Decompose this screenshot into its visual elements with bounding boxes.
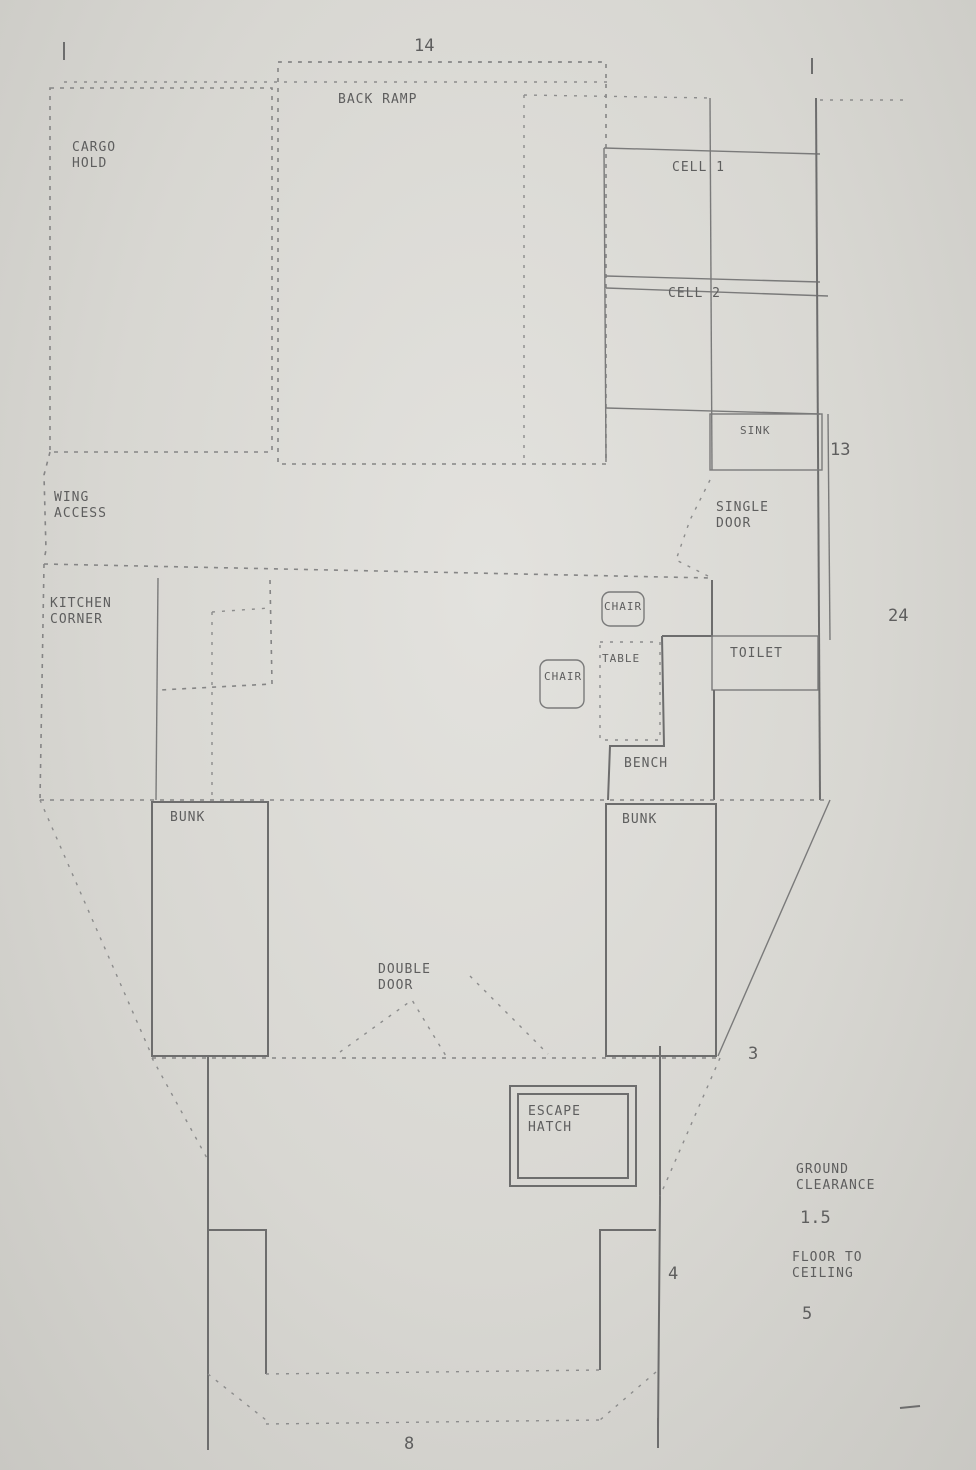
double-door-swing-left bbox=[339, 998, 447, 1057]
nose-left-seat bbox=[208, 1229, 267, 1374]
hull-right-taper bbox=[717, 799, 831, 1057]
label-sink: SINK bbox=[740, 424, 771, 437]
kitchen-inner bbox=[211, 607, 271, 800]
note-ground-clearance-label: GROUND CLEARANCE bbox=[796, 1162, 876, 1194]
label-cargo-hold: CARGO HOLD bbox=[72, 140, 117, 172]
note-ground-clearance-value: 1.5 bbox=[800, 1208, 831, 1228]
label-kitchen-corner: KITCHEN CORNER bbox=[50, 596, 112, 628]
dim-lower-section: 4 bbox=[668, 1264, 679, 1284]
nose-left-dash bbox=[151, 1057, 209, 1161]
nose-chamfer bbox=[207, 1371, 657, 1421]
hull-left-taper bbox=[39, 799, 153, 1057]
label-back-ramp: BACK RAMP bbox=[338, 92, 418, 107]
table-outline bbox=[599, 641, 661, 741]
label-escape-hatch: ESCAPE HATCH bbox=[528, 1104, 581, 1136]
nose-seat-line bbox=[265, 1369, 601, 1375]
kitchen-wall bbox=[155, 577, 159, 801]
single-door-swing bbox=[675, 479, 711, 577]
nose-right-seat bbox=[599, 1229, 656, 1370]
cell-1-bottom-wall bbox=[605, 275, 821, 283]
dim-lower-offset: 3 bbox=[748, 1044, 759, 1064]
cargo-hold-outline bbox=[49, 87, 273, 453]
dim-top-width: 14 bbox=[414, 36, 435, 56]
bottom-dimension-line bbox=[265, 1419, 601, 1425]
label-double-door: DOUBLE DOOR bbox=[378, 962, 431, 994]
note-floor-to-ceiling-value: 5 bbox=[802, 1304, 813, 1324]
wing-access-outline bbox=[43, 451, 51, 561]
escape-hatch-outer bbox=[509, 1085, 637, 1187]
cell-1-top-wall bbox=[603, 147, 821, 155]
chair-left bbox=[539, 659, 585, 709]
label-chair-left: CHAIR bbox=[544, 670, 583, 683]
label-bunk-right: BUNK bbox=[622, 812, 658, 827]
right-bunk bbox=[605, 803, 717, 1057]
bench-outline bbox=[607, 635, 666, 801]
label-bench: BENCH bbox=[624, 756, 669, 771]
dim-right-side-height: 13 bbox=[830, 440, 851, 460]
dim-overall-length: 24 bbox=[888, 606, 909, 626]
chair-top bbox=[601, 591, 645, 627]
double-door-swing-right bbox=[469, 975, 549, 1055]
label-toilet: TOILET bbox=[730, 646, 783, 661]
left-bunk bbox=[151, 801, 269, 1057]
label-cell-1: CELL 1 bbox=[672, 160, 725, 175]
cell-2-top-wall bbox=[605, 287, 829, 297]
toilet-wall-top bbox=[662, 580, 713, 637]
label-cell-2: CELL 2 bbox=[668, 286, 721, 301]
note-floor-to-ceiling-label: FLOOR TO CEILING bbox=[792, 1250, 863, 1282]
sink-box bbox=[709, 413, 823, 471]
cockpit-right-wall bbox=[657, 1046, 661, 1429]
escape-hatch-inner bbox=[517, 1093, 629, 1179]
midship-line bbox=[43, 563, 713, 579]
back-ramp-inner-top bbox=[523, 94, 713, 99]
label-table: TABLE bbox=[602, 652, 641, 665]
label-chair-top: CHAIR bbox=[604, 600, 643, 613]
label-single-door: SINGLE DOOR bbox=[716, 500, 769, 532]
label-wing-access: WING ACCESS bbox=[54, 490, 107, 522]
nose-right-dash bbox=[659, 1057, 721, 1197]
cell-2-bottom-wall bbox=[605, 407, 821, 415]
label-bunk-left: BUNK bbox=[170, 810, 206, 825]
back-ramp-outline bbox=[277, 61, 607, 465]
kitchen-counter bbox=[159, 579, 273, 691]
kitchen-left-edge bbox=[39, 563, 45, 801]
cells-divider bbox=[709, 97, 713, 471]
right-outer-wall bbox=[827, 413, 831, 641]
toilet-box bbox=[711, 635, 819, 691]
right-inner-wall bbox=[815, 97, 821, 801]
stray-mark bbox=[899, 1405, 921, 1409]
dim-bottom-width: 8 bbox=[404, 1434, 415, 1454]
cells-left-wall bbox=[603, 147, 607, 463]
